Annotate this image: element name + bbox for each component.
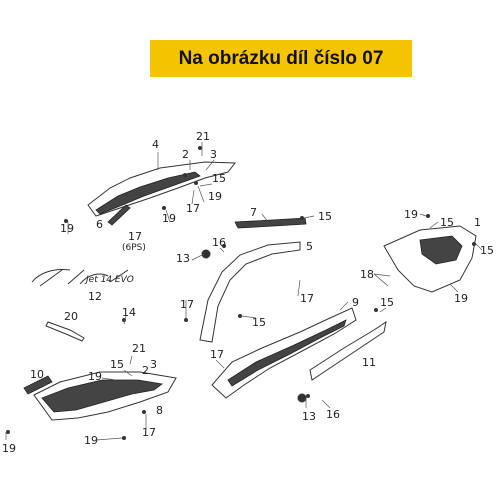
label-15: 15 [440, 216, 454, 229]
label-19: 19 [404, 208, 418, 221]
label-17: 17 [300, 292, 314, 305]
label-17: 17 [142, 426, 156, 439]
label-19: 19 [2, 442, 16, 455]
label-4: 4 [152, 138, 159, 151]
label-2: 2 [182, 148, 189, 161]
part-4-upper-cover[interactable] [87, 152, 236, 217]
label-1: 1 [474, 216, 481, 229]
label-6ps: (6PS) [122, 243, 146, 253]
label-15: 15 [110, 358, 124, 371]
label-2: 2 [142, 364, 149, 377]
label-10: 10 [30, 368, 44, 381]
title-banner: Na obrázku díl číslo 07 [150, 40, 412, 77]
banner-text: Na obrázku díl číslo 07 [178, 47, 384, 69]
part-8-lower-cover[interactable] [33, 371, 177, 421]
part-7-strip[interactable] [234, 217, 307, 229]
label-15: 15 [212, 172, 226, 185]
label-8: 8 [156, 404, 163, 417]
label-14: 14 [122, 306, 136, 319]
label-16: 16 [326, 408, 340, 421]
label-21: 21 [132, 342, 146, 355]
label-17: 17 [180, 298, 194, 311]
logo-text: Jet 14 EVO [84, 275, 134, 285]
label-13: 13 [302, 410, 316, 423]
part-10-bracket[interactable] [23, 375, 53, 395]
bolt-markers [6, 146, 476, 440]
leader-lines [5, 142, 483, 441]
label-17: 17 [210, 348, 224, 361]
label-15: 15 [480, 244, 494, 257]
part-9-floor-panel[interactable] [211, 307, 357, 399]
label-18: 18 [360, 268, 374, 281]
label-15: 15 [318, 210, 332, 223]
label-11: 11 [362, 356, 376, 369]
part-20-strip[interactable] [45, 321, 85, 342]
label-9: 9 [352, 296, 359, 309]
label-13: 13 [176, 252, 190, 265]
label-20: 20 [64, 310, 78, 323]
part-12-logo[interactable]: Jet 14 EVO [31, 269, 134, 287]
label-16: 16 [212, 236, 226, 249]
label-19: 19 [84, 434, 98, 447]
label-15: 15 [252, 316, 266, 329]
label-17: 17 [128, 230, 142, 243]
part-1-rear-carrier[interactable] [383, 225, 477, 293]
label-3: 3 [150, 358, 157, 371]
callout-labels: 21 4 2 3 15 19 17 6 19 17 (6PS) 19 7 15 … [2, 130, 494, 455]
part-11-side-cover[interactable] [309, 320, 387, 381]
label-19: 19 [208, 190, 222, 203]
label-12: 12 [88, 290, 102, 303]
label-17: 17 [186, 202, 200, 215]
label-21: 21 [196, 130, 210, 143]
label-19: 19 [88, 370, 102, 383]
label-6: 6 [96, 218, 103, 231]
label-7: 7 [250, 206, 257, 219]
label-19: 19 [454, 292, 468, 305]
label-19: 19 [60, 222, 74, 235]
label-3: 3 [210, 148, 217, 161]
part-5-frame[interactable] [199, 241, 301, 343]
label-5: 5 [306, 240, 313, 253]
label-15: 15 [380, 296, 394, 309]
part-6-clip[interactable] [107, 204, 131, 226]
